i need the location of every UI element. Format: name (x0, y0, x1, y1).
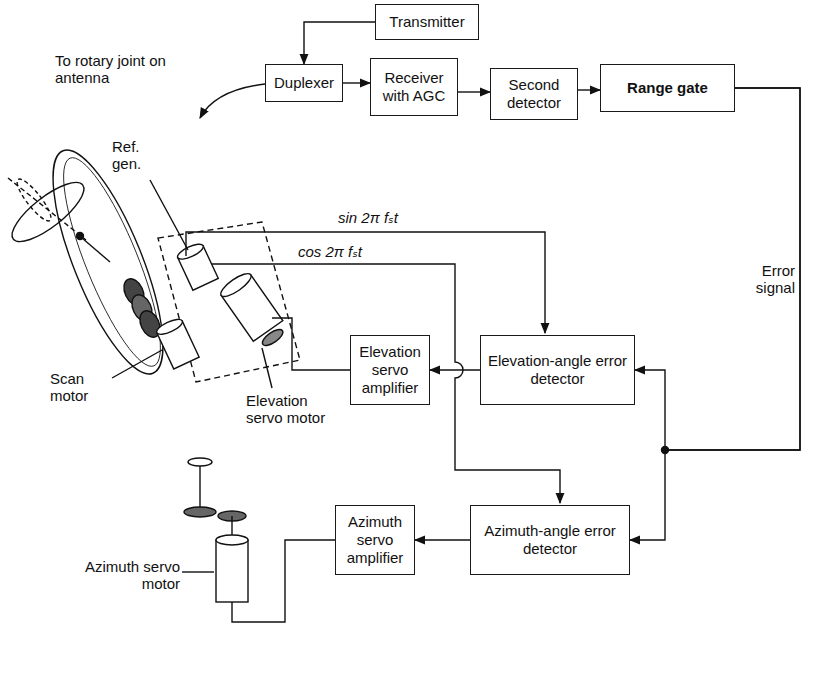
feed-horn (77, 233, 84, 240)
signal-connector (343, 82, 370, 83)
signal-name: cos 2π fₛt (298, 243, 408, 260)
signal-connector (635, 88, 800, 450)
azimuth-drive (184, 458, 246, 538)
range-gate-box: Range gate (600, 64, 735, 112)
duplexer-box: Duplexer (265, 64, 343, 102)
beam-lobe (4, 173, 92, 251)
part-label: Elevation servo motor (246, 392, 326, 427)
signal-connector (304, 22, 375, 64)
scan-circle (12, 175, 55, 225)
node-text: Receiver with AGC (376, 69, 452, 104)
node-text: Azimuth servo amplifier (341, 513, 409, 566)
error-detector-box: Azimuth-angle error detector (470, 505, 630, 575)
waveguide-arrow (200, 84, 265, 118)
leader-line (150, 180, 188, 250)
signal-connector (415, 539, 470, 540)
node-text: Elevation servo amplifier (356, 343, 424, 396)
node-text: Elevation-angle error detector (486, 352, 629, 387)
transmitter-box: Transmitter (375, 4, 479, 40)
part-label: Azimuth servo motor (70, 558, 180, 593)
error-detector-box: Elevation-angle error detector (480, 335, 635, 405)
leader-line (182, 571, 214, 572)
node-text: Range gate (627, 79, 708, 97)
receiver-box: Receiver with AGC (370, 58, 458, 116)
signal-connector (578, 89, 600, 90)
signal-name: sin 2π fₛt (338, 209, 448, 226)
dish-rim (46, 148, 178, 375)
beam-axis (8, 178, 86, 240)
part-label: Scan motor (50, 370, 112, 405)
detector-box: Second detector (490, 68, 578, 120)
part-label: Ref. gen. (112, 138, 164, 173)
azimuth-servo-motor (216, 535, 248, 602)
elevation-servo-motor (218, 270, 291, 352)
node-text: Azimuth-angle error detector (476, 522, 624, 557)
elevation-motor-wire (272, 318, 350, 370)
antenna-feed-label: To rotary joint on antenna (55, 52, 205, 87)
node-text: Duplexer (274, 74, 334, 92)
node-text: Second detector (496, 76, 572, 111)
leader-line (262, 348, 272, 388)
reference-generator (176, 241, 219, 290)
signal-connector (430, 369, 480, 370)
scan-motor (155, 316, 199, 369)
signal-connector (458, 91, 490, 92)
antenna-dish (32, 138, 185, 386)
servo-amplifier-box: Azimuth servo amplifier (335, 505, 415, 575)
sine-reference-wire (186, 232, 545, 333)
signal-connector (630, 88, 800, 540)
node-text: Transmitter (389, 13, 464, 31)
azimuth-motor-wire (232, 540, 335, 622)
servo-amplifier-box: Elevation servo amplifier (350, 335, 430, 405)
leader-line (112, 350, 162, 378)
signal-name: Error signal (740, 262, 795, 297)
feed-support (82, 238, 110, 262)
